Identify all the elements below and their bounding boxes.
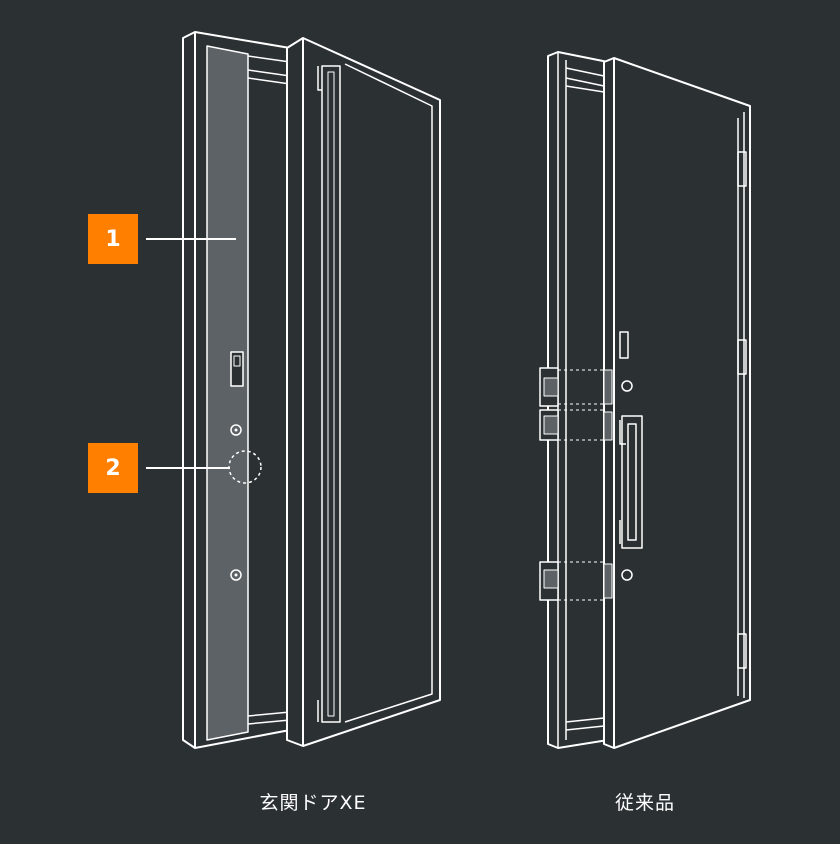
xe-screw-upper [230,424,242,436]
conv-latch-middle [603,411,613,441]
callout-badge-1: 1 [88,214,138,264]
conv-cylinder-lower [621,569,633,581]
door-conventional-illustration [539,51,751,749]
conv-cylinder-upper [621,380,633,392]
conv-strike-middle-box [543,415,559,435]
callout-badge-2: 2 [88,443,138,493]
xe-screw-upper-dot [234,428,238,432]
conv-handle-lever [619,420,626,544]
xe-top-rail [247,55,291,85]
conv-intercom-plate [619,331,629,359]
conv-top-rail [565,67,605,93]
conv-latch-lower [603,563,613,599]
xe-handle-top-bracket [317,66,322,722]
caption-conventional: 従来品 [614,792,676,814]
xe-latch-slot [233,355,241,367]
door-xe-illustration [182,31,441,749]
xe-door-face-inner [344,63,433,723]
conv-door-far-edge [737,112,745,698]
xe-door-leaf [286,37,441,747]
airtight-seal-panel [206,45,249,741]
xe-bottom-rail [247,711,291,725]
conv-handle [621,415,643,549]
caption-door-xe: 玄関ドアXE [259,792,367,814]
conv-bottom-rail [565,717,605,731]
conv-hinge-middle [737,339,747,375]
xe-screw-lower [230,569,242,581]
xe-handle-bar [321,65,341,723]
conv-hinge-bottom [737,633,747,669]
conv-hinge-top [737,151,747,187]
conv-strike-lower-box [543,569,559,589]
xe-screw-lower-dot [234,573,238,577]
conv-door-leaf [603,57,751,749]
conv-latch-upper [603,369,613,405]
xe-latch-plate [230,351,244,387]
xe-handle-bar-inner [327,71,335,717]
conv-strike-upper-box [543,377,559,397]
